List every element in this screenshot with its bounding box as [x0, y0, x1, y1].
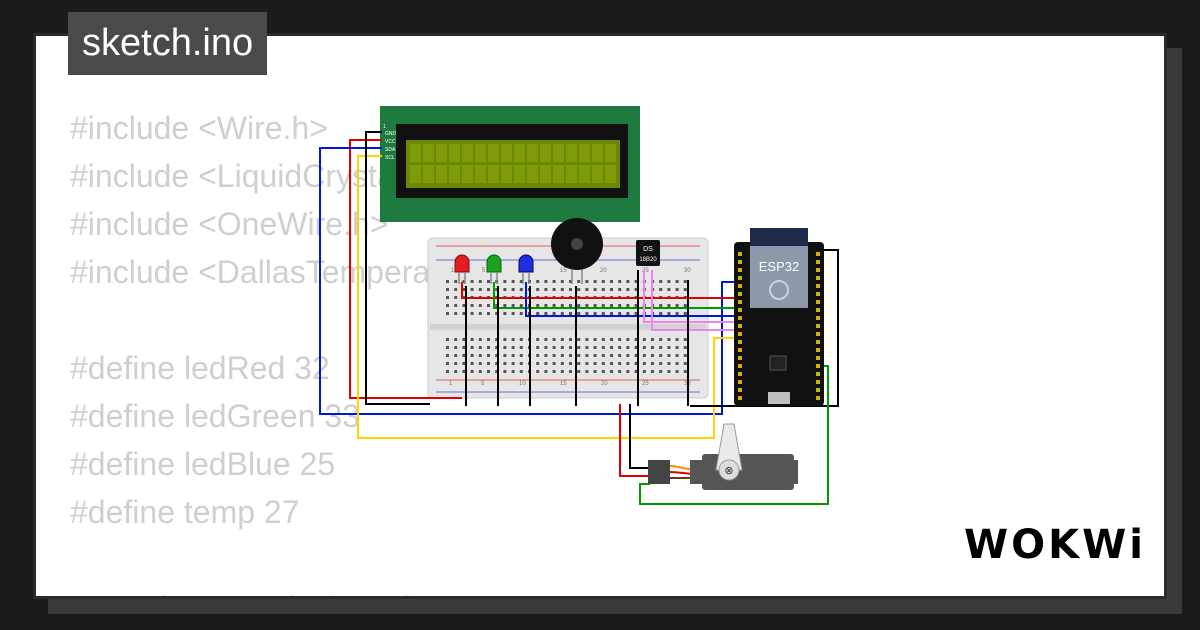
code-line: OneWire oneWire(temp); [70, 584, 531, 596]
col-label: 1 [449, 381, 453, 387]
sensor-label: DS [643, 246, 653, 253]
col-label: 5 [481, 381, 485, 387]
code-line: #include <Wire.h> [70, 110, 328, 146]
col-label: 5 [482, 268, 486, 274]
col-label: 15 [560, 268, 567, 274]
col-label: 25 [642, 381, 649, 387]
lcd-pin-label: VCC [385, 139, 396, 145]
esp32-board[interactable]: ESP32 [734, 228, 824, 406]
led-green[interactable] [486, 254, 502, 284]
col-label: 10 [519, 381, 526, 387]
lcd-pin-label: GND [385, 131, 397, 137]
code-line: #include <OneWire.h> [70, 206, 389, 242]
col-label: 20 [600, 268, 607, 274]
code-line: #define temp 27 [70, 494, 300, 530]
svg-text:⊗: ⊗ [724, 465, 733, 477]
code-line: #define ledBlue 25 [70, 446, 336, 482]
led-red[interactable] [454, 254, 470, 284]
col-label: 30 [684, 268, 691, 274]
file-tab[interactable]: sketch.ino [68, 12, 268, 75]
code-line: #define ledRed 32 [70, 350, 330, 386]
sensor-label: 18B20 [639, 257, 657, 263]
lcd-pin-label: SCL [385, 155, 395, 161]
wires [319, 131, 839, 505]
col-label: 20 [601, 381, 608, 387]
col-label: 15 [560, 381, 567, 387]
wokwi-logo: WOKWi [964, 522, 1146, 568]
code-line: #define ledGreen 33 [70, 398, 360, 434]
buzzer[interactable] [551, 218, 603, 284]
lcd-cells [410, 144, 616, 183]
lcd-pin-label: SDA [385, 147, 396, 153]
temperature-sensor[interactable]: DS 18B20 [636, 240, 660, 266]
led-blue[interactable] [518, 254, 534, 284]
servo-motor[interactable]: ⊗ [648, 423, 798, 490]
col-label: 25 [642, 268, 649, 274]
lcd-pin-label: 1 [383, 124, 386, 130]
col-label: 1 [451, 268, 455, 274]
esp32-pins [738, 252, 820, 400]
lcd-display[interactable]: 1 GND VCC SDA SCL [380, 106, 640, 222]
esp32-label: ESP32 [759, 259, 799, 274]
